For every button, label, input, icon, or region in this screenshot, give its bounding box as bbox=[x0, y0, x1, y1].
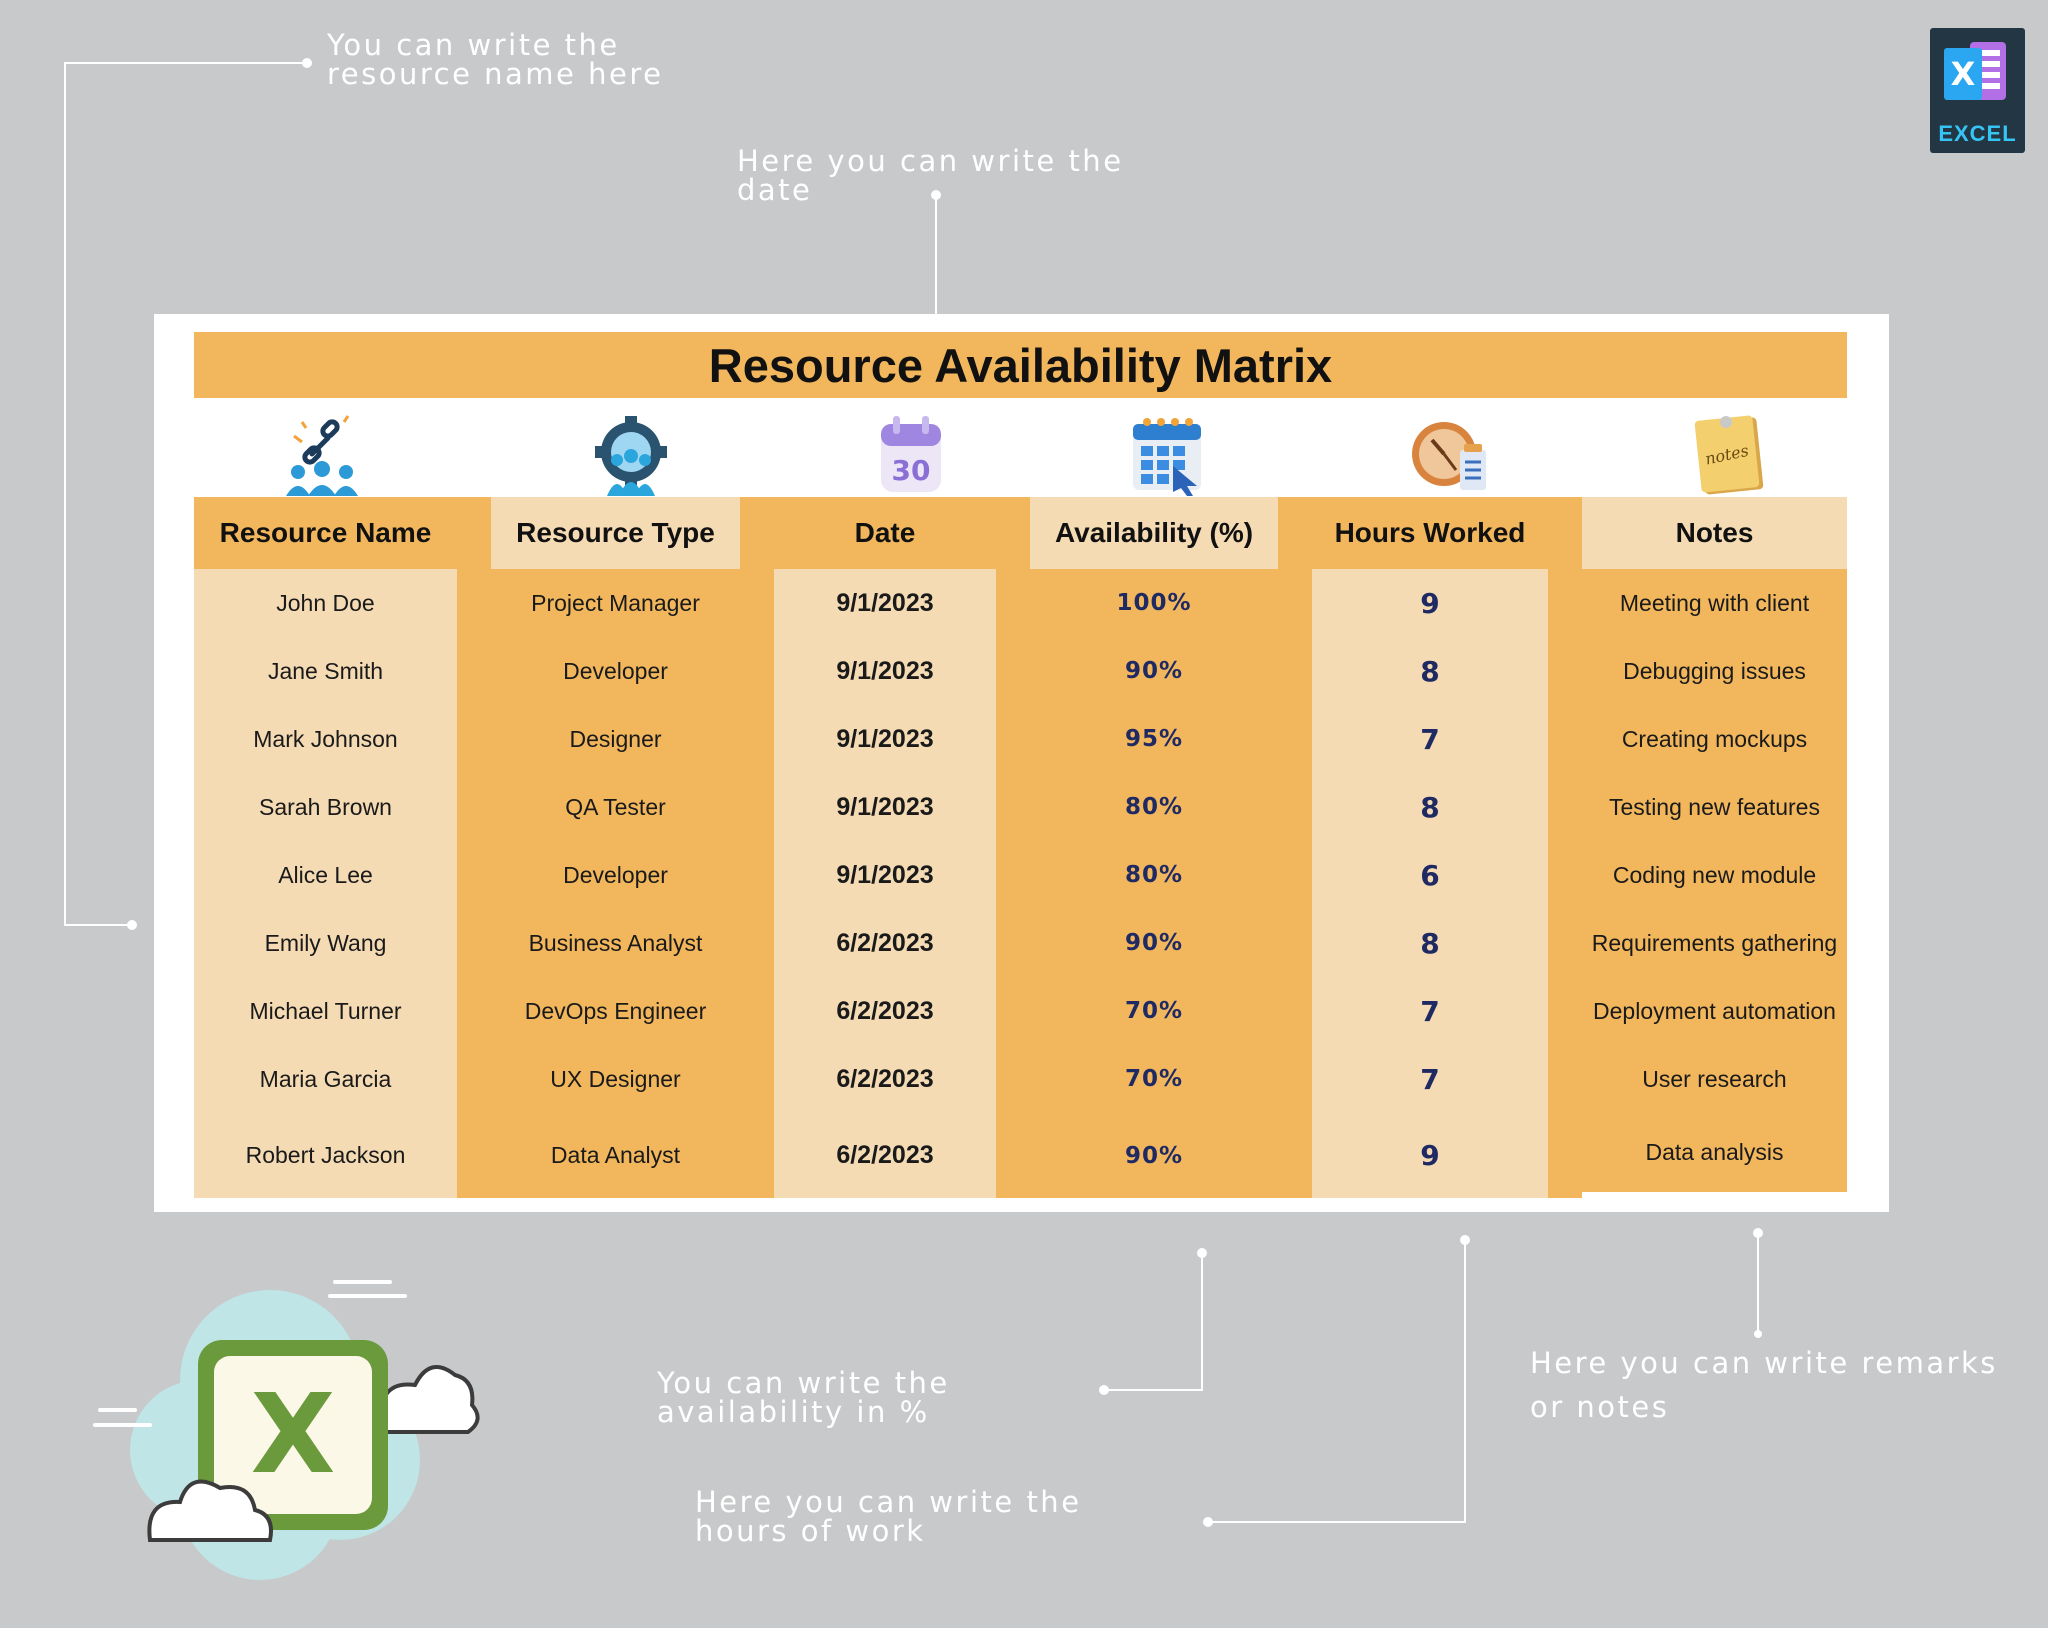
table-cell: 80% bbox=[1124, 862, 1184, 888]
header-hours-worked: Hours Worked bbox=[1312, 497, 1548, 569]
table-cell: 8 bbox=[1420, 654, 1440, 688]
table-cell: 8 bbox=[1420, 790, 1440, 824]
callout-date: Here you can write the date bbox=[737, 144, 1124, 207]
table-cell: 9/1/2023 bbox=[836, 588, 934, 617]
table-cell: Coding new module bbox=[1612, 861, 1817, 888]
clock-report-icon bbox=[1412, 422, 1486, 490]
resource-matrix-card: Resource Availability Matrix 30 bbox=[154, 314, 1889, 1212]
column-separator bbox=[996, 497, 1030, 1198]
logo-letter: X bbox=[251, 1370, 336, 1498]
badge-label: EXCEL bbox=[1938, 121, 2017, 146]
column-separator bbox=[1548, 497, 1582, 1198]
table-cell: Maria Garcia bbox=[259, 1065, 392, 1092]
table-cell: John Doe bbox=[276, 589, 375, 616]
callout-notes: Here you can write remarks or notes bbox=[1530, 1346, 1998, 1424]
table-cell: 8 bbox=[1420, 926, 1440, 960]
table-cell: Project Manager bbox=[531, 589, 700, 616]
table-cell: Testing new features bbox=[1609, 793, 1820, 820]
excel-cloud-logo: X bbox=[93, 1280, 480, 1580]
table-cell: 90% bbox=[1124, 930, 1184, 956]
table-cell: Deployment automation bbox=[1593, 997, 1836, 1024]
callout-availability: You can write the availability in % bbox=[657, 1366, 950, 1429]
table-cell: 6/2/2023 bbox=[836, 996, 934, 1025]
table-cell: 7 bbox=[1420, 722, 1440, 756]
table-cell: Data Analyst bbox=[550, 1142, 681, 1168]
notes-icon: notes bbox=[1694, 415, 1764, 495]
table-cell: 70% bbox=[1124, 998, 1184, 1024]
column-separator bbox=[457, 497, 491, 1198]
table-cell: Jane Smith bbox=[267, 657, 384, 684]
table-cell: 9/1/2023 bbox=[836, 656, 934, 685]
table-cell: Requirements gathering bbox=[1591, 929, 1838, 956]
table-cell: 80% bbox=[1124, 794, 1184, 820]
table-cell: 100% bbox=[1116, 590, 1192, 616]
table-cell: 9/1/2023 bbox=[836, 724, 934, 753]
svg-text:X: X bbox=[1951, 55, 1976, 93]
table-cell: 7 bbox=[1420, 994, 1440, 1028]
table-cell: Mark Johnson bbox=[253, 725, 398, 752]
column-separator bbox=[740, 497, 774, 1198]
table-cell: 9 bbox=[1420, 1139, 1440, 1172]
callout-hours: Here you can write the hours of work bbox=[695, 1485, 1082, 1548]
table-cell: Debugging issues bbox=[1623, 657, 1806, 684]
table-cell: 6/2/2023 bbox=[836, 1064, 934, 1093]
table-cell: 70% bbox=[1124, 1066, 1184, 1092]
table-cell: 9/1/2023 bbox=[836, 860, 934, 889]
schedule-grid-icon bbox=[1133, 418, 1201, 496]
header-resource-type: Resource Type bbox=[491, 497, 740, 569]
callout-resource-name: You can write the resource name here bbox=[327, 28, 664, 91]
table-cell: Designer bbox=[569, 725, 662, 752]
excel-book-icon: X bbox=[1944, 42, 2006, 100]
table-cell: Alice Lee bbox=[278, 861, 373, 888]
header-availability: Availability (%) bbox=[1030, 497, 1278, 569]
table-cell: 9/1/2023 bbox=[836, 792, 934, 821]
gear-team-icon bbox=[595, 416, 667, 496]
column-resource-name: Resource Name John Doe Jane Smith Mark J… bbox=[194, 497, 457, 1198]
column-availability: Availability (%) 100% 90% 95% 80% 80% 90… bbox=[1030, 497, 1278, 1198]
table-cell: QA Tester bbox=[565, 793, 666, 820]
table-cell: UX Designer bbox=[550, 1065, 681, 1092]
page-title: Resource Availability Matrix bbox=[194, 332, 1847, 398]
header-resource-name: Resource Name bbox=[194, 497, 457, 569]
table-cell: Developer bbox=[563, 657, 668, 684]
table-cell: Robert Jackson bbox=[245, 1142, 406, 1168]
table-cell: DevOps Engineer bbox=[524, 997, 707, 1024]
header-notes: Notes bbox=[1582, 497, 1847, 569]
table-cell: Sarah Brown bbox=[259, 793, 392, 820]
table-cell: 90% bbox=[1124, 658, 1184, 684]
table-cell: 95% bbox=[1124, 726, 1184, 752]
table-cell: Meeting with client bbox=[1619, 589, 1810, 616]
table-cell: Michael Turner bbox=[249, 997, 402, 1024]
excel-badge: X EXCEL bbox=[1930, 28, 2025, 153]
column-notes: Notes Meeting with client Debugging issu… bbox=[1582, 497, 1847, 1198]
table-cell: Data analysis bbox=[1645, 1139, 1784, 1165]
table-cell: 7 bbox=[1420, 1062, 1440, 1096]
table-cell: 6 bbox=[1420, 858, 1440, 892]
team-link-icon bbox=[286, 415, 358, 496]
calendar-icon: 30 bbox=[881, 416, 941, 492]
column-date: Date 9/1/2023 9/1/2023 9/1/2023 9/1/2023… bbox=[774, 497, 996, 1198]
table-cell: User research bbox=[1642, 1065, 1787, 1092]
table-cell: 6/2/2023 bbox=[836, 928, 934, 957]
table-cell: Creating mockups bbox=[1621, 725, 1808, 752]
column-hours-worked: Hours Worked 9 8 7 8 6 8 7 7 9 bbox=[1312, 497, 1548, 1198]
table-cell: Business Analyst bbox=[528, 929, 703, 956]
column-separator bbox=[1278, 497, 1312, 1198]
table-cell: 90% bbox=[1124, 1142, 1184, 1169]
table-cell: Developer bbox=[563, 861, 668, 888]
header-date: Date bbox=[774, 497, 996, 569]
svg-text:30: 30 bbox=[892, 454, 931, 487]
column-resource-type: Resource Type Project Manager Developer … bbox=[491, 497, 740, 1198]
table-cell: 9 bbox=[1420, 586, 1440, 620]
table-cell: Emily Wang bbox=[264, 929, 387, 956]
table-cell: 6/2/2023 bbox=[836, 1141, 934, 1169]
